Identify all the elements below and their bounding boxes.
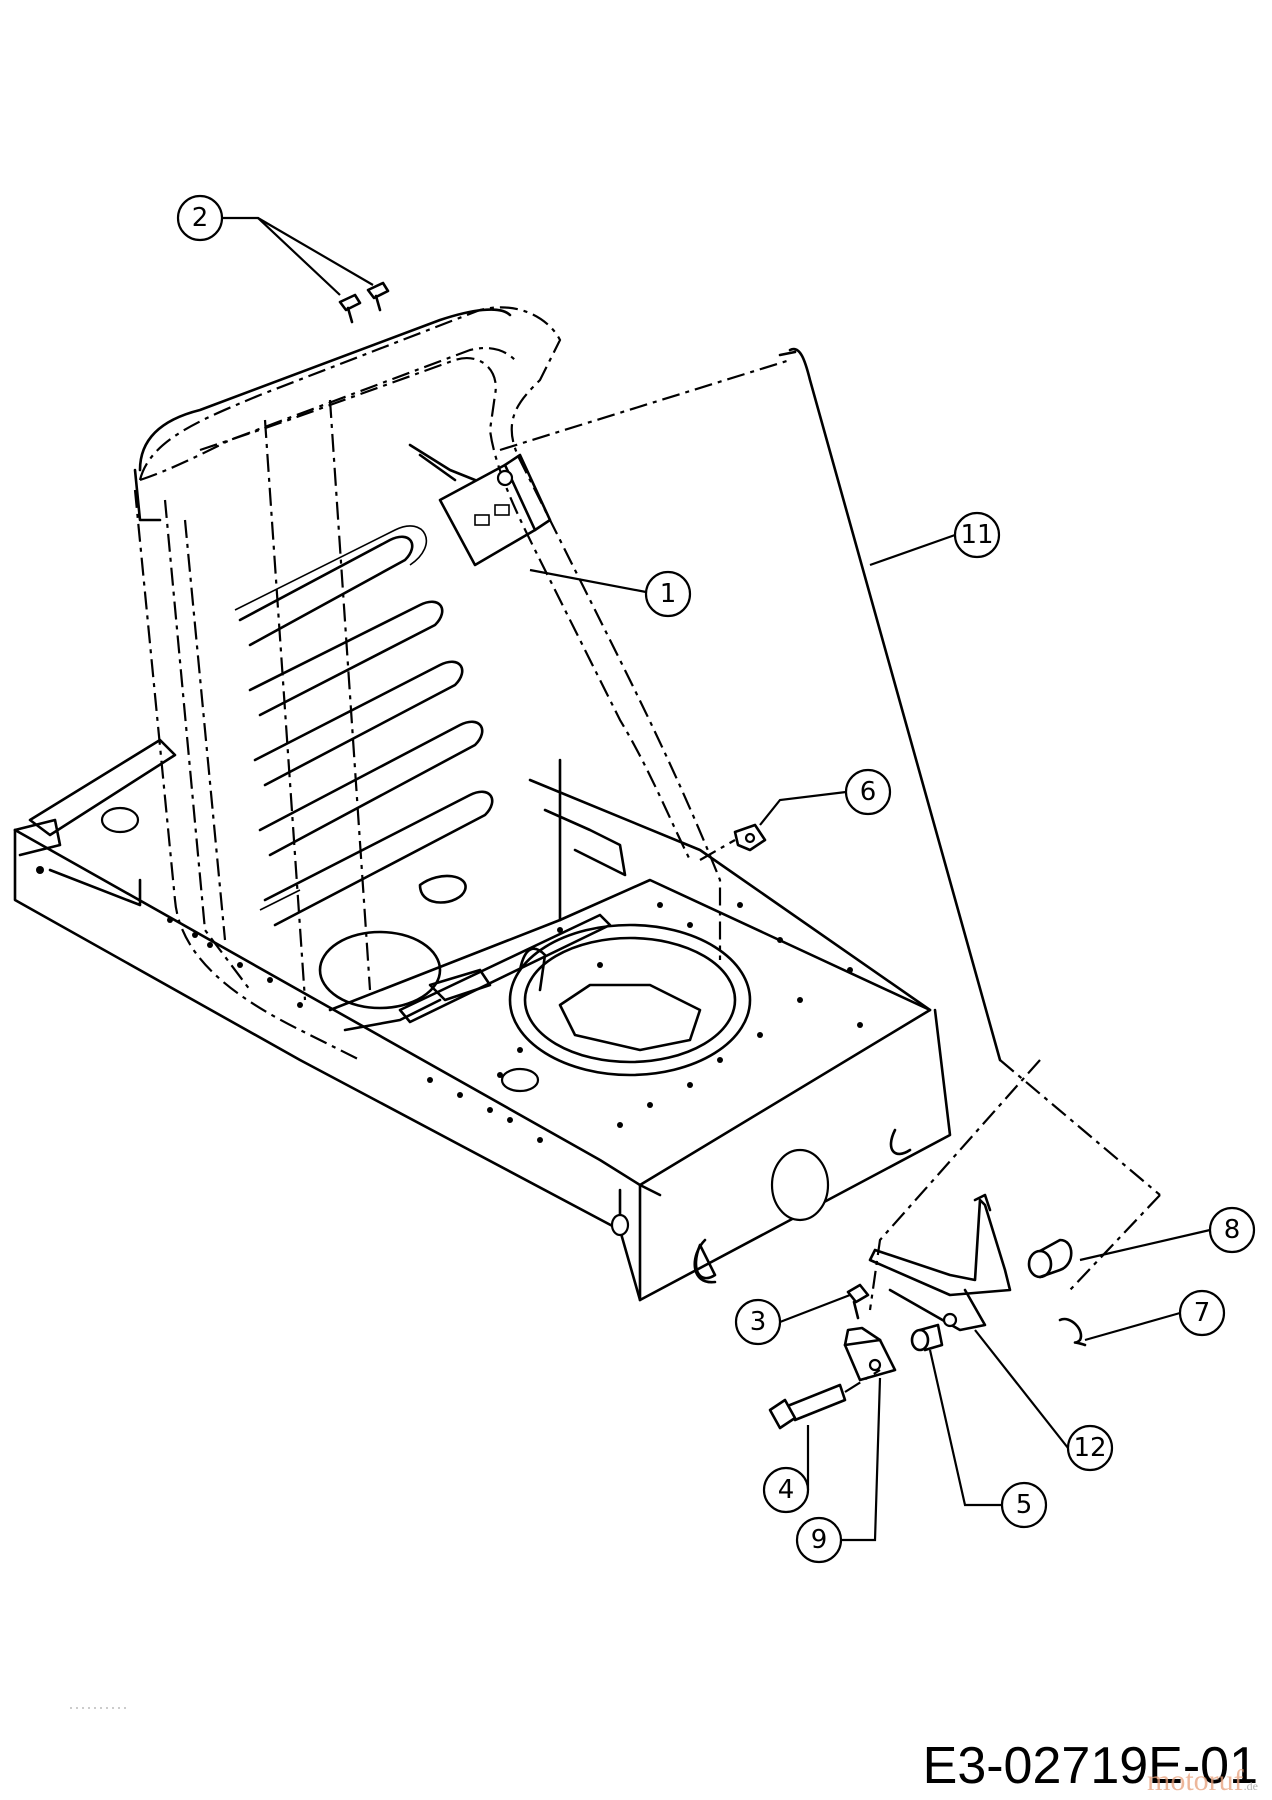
tractor-frame <box>13 738 952 1302</box>
drawing-code: E3-02719E-01 <box>922 1737 1258 1795</box>
callout-4: 4 <box>762 1466 810 1514</box>
bolt-part-4 <box>768 1369 881 1430</box>
callout-label-11: 11 <box>960 520 993 550</box>
bolt-part-3 <box>846 1283 870 1320</box>
callout-label-12: 12 <box>1073 1433 1106 1463</box>
callout-12: 12 <box>1066 1424 1114 1472</box>
seat-slots <box>234 525 494 927</box>
callout-label-6: 6 <box>860 777 877 807</box>
callout-6: 6 <box>844 768 892 816</box>
bushing-part-5 <box>910 1323 944 1352</box>
watermark-logo: motoruf.de <box>1147 1764 1258 1798</box>
callout-3: 3 <box>734 1298 782 1346</box>
clip-part-7 <box>1058 1317 1087 1347</box>
callout-leaders <box>222 216 1211 1542</box>
bushing-part-8 <box>1027 1238 1073 1279</box>
callout-label-2: 2 <box>192 203 209 233</box>
callout-label-4: 4 <box>778 1475 795 1505</box>
callout-2: 2 <box>176 194 224 242</box>
screws-part-2 <box>338 281 390 324</box>
callout-label-7: 7 <box>1194 1298 1211 1328</box>
callout-5: 5 <box>1000 1481 1048 1529</box>
frame-holes <box>36 866 863 1143</box>
callout-label-8: 8 <box>1224 1215 1241 1245</box>
callout-label-3: 3 <box>750 1307 767 1337</box>
bracket-part-12 <box>868 1193 1012 1332</box>
seat-switch-part-1 <box>408 443 552 567</box>
callout-11: 11 <box>953 511 1001 559</box>
callout-label-9: 9 <box>811 1525 828 1555</box>
watermark-text: motoruf <box>1147 1764 1244 1797</box>
callout-label-5: 5 <box>1016 1490 1033 1520</box>
nut-part-6 <box>699 823 767 861</box>
plate-part-9 <box>843 1326 897 1382</box>
callout-9: 9 <box>795 1516 843 1564</box>
callout-7: 7 <box>1178 1289 1226 1337</box>
wire-harness-part-11 <box>499 347 1161 1311</box>
callout-label-1: 1 <box>660 579 677 609</box>
callout-8: 8 <box>1208 1206 1256 1254</box>
seat-shell <box>133 306 722 1061</box>
callout-1: 1 <box>644 570 692 618</box>
watermark-suffix: .de <box>1243 1779 1258 1793</box>
